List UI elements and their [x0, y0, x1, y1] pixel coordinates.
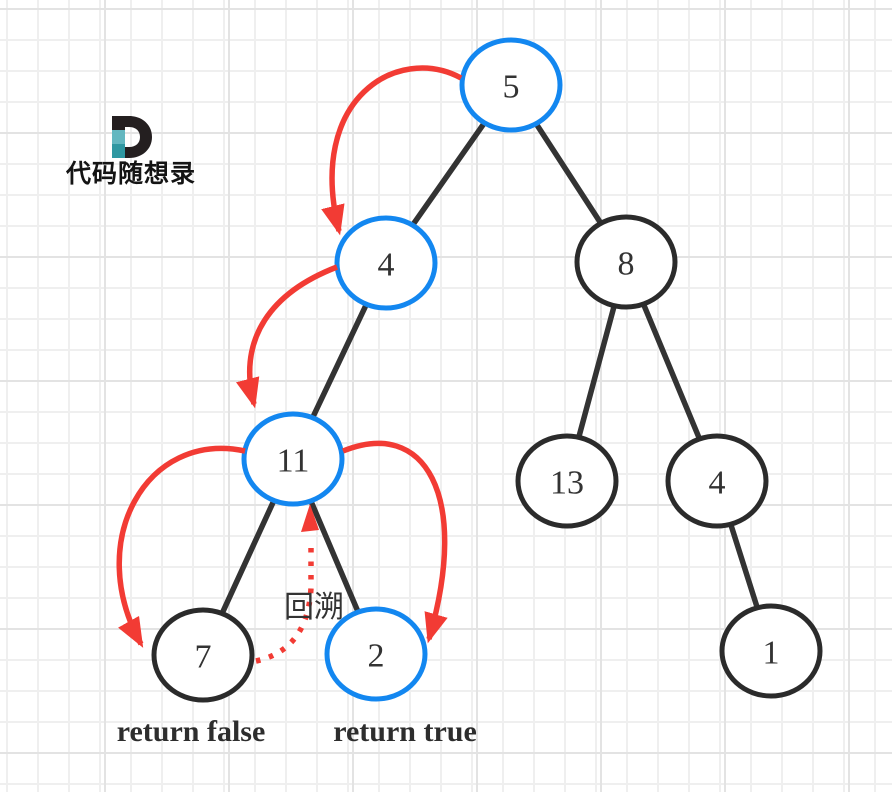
- tree-node-n1-value: 1: [763, 635, 780, 672]
- tree-node-n4b-value: 4: [709, 465, 726, 502]
- traverse-arrow-5-to-4: [321, 65, 463, 236]
- tree-node-n1: [719, 603, 823, 699]
- tree-node-n7: [151, 607, 255, 703]
- backtrack-arrow-7-to-11-head-icon: [301, 504, 319, 532]
- tree-node-n4: [334, 215, 438, 311]
- tree-node-n8: [574, 214, 678, 310]
- tree-node-n8-value: 8: [618, 246, 635, 283]
- tree-node-n2-value: 2: [368, 638, 385, 675]
- traverse-arrow-11-to-2: [341, 440, 448, 644]
- traverse-arrow-4-to-11: [236, 264, 338, 409]
- traverse-arrow-11-to-7: [116, 445, 246, 648]
- backtrack-label: 回溯: [284, 591, 344, 624]
- backtrack-arrow-7-to-11: [255, 542, 314, 664]
- tree-node-n4-value: 4: [378, 247, 395, 284]
- tree-node-n11: [241, 411, 345, 507]
- tree-node-n2: [324, 606, 428, 702]
- return-true-label: return true: [333, 715, 477, 748]
- tree-node-n11-value: 11: [277, 443, 310, 480]
- tree-node-n13: [515, 433, 619, 529]
- tree-node-n4b: [665, 433, 769, 529]
- tree-node-n13-value: 13: [550, 465, 584, 502]
- tree-node-n5-value: 5: [503, 69, 520, 106]
- tree-node-n5: [459, 37, 563, 133]
- tree-node-n7-value: 7: [195, 639, 212, 676]
- return-false-label: return false: [117, 715, 266, 748]
